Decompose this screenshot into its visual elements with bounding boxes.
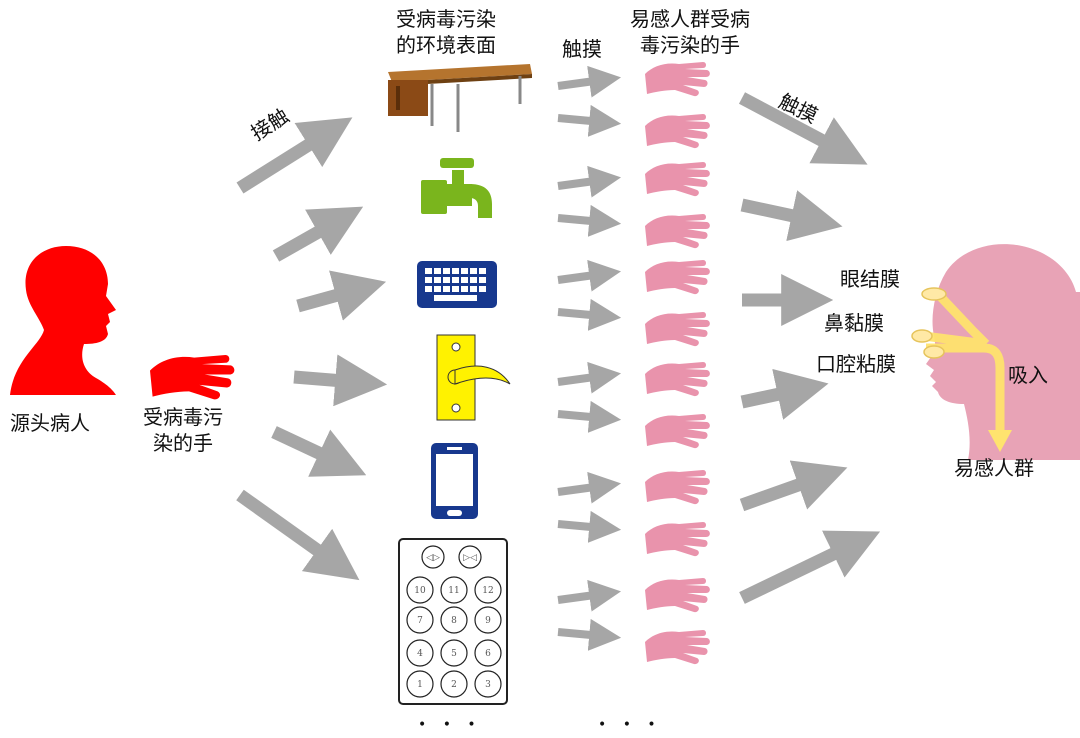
keypad-number: 6 (485, 649, 491, 659)
oral-mucosa-label: 口腔粘膜 (816, 352, 896, 376)
arrow-to-handle (293, 354, 388, 407)
keypad-number: 1 (417, 680, 423, 690)
touch-arrows (557, 65, 622, 651)
door-handle-icon (436, 334, 511, 421)
oral-mucosa-marker (923, 345, 945, 359)
nasal-mucosa-marker (911, 329, 933, 343)
keypad-number: 10 (414, 586, 426, 596)
source-patient-label: 源头病人 (10, 411, 90, 435)
keypad-number: 11 (448, 586, 459, 596)
inhale-airflow-icon (923, 290, 1005, 432)
arrow-to-keyboard (296, 270, 387, 321)
faucet-icon (421, 158, 492, 218)
keyboard-icon (417, 261, 497, 308)
touch-face-arrows (738, 92, 881, 604)
source-patient-head-icon (10, 246, 116, 395)
keypad-number: 8 (451, 616, 457, 626)
smartphone-icon (431, 443, 478, 519)
susceptible-person-head-icon (926, 244, 1080, 460)
contact-arrows (236, 117, 388, 581)
keypad-open-door-button (421, 545, 445, 569)
arrow-to-faucet (272, 206, 364, 262)
arrow-to-keypad (236, 489, 360, 581)
touch-label-top: 触摸 (562, 37, 602, 61)
inhale-arrow-head (988, 430, 1012, 452)
keypad-top-label: ▷◁ (463, 553, 477, 563)
conjunctiva-label: 眼结膜 (840, 267, 900, 291)
keypad-number: 2 (451, 680, 457, 690)
arrow-to-desk (236, 117, 353, 194)
susceptible-hands-label: 易感人群受病 毒污染的手 (630, 7, 750, 57)
keypad-top-label: ◁▷ (426, 553, 440, 563)
ellipsis-right: • • • (598, 717, 662, 733)
inhale-label: 吸入 (1008, 363, 1048, 387)
keypad-number: 5 (451, 649, 457, 659)
mucosa-markers (911, 287, 947, 359)
keypad-close-door-button (458, 545, 482, 569)
desk-icon (388, 64, 532, 132)
elevator-keypad-icon: ◁▷ ▷◁ 10 11 12 7 8 9 4 5 6 1 2 3 (398, 538, 508, 705)
contaminated-surface-label: 受病毒污染 的环境表面 (396, 7, 496, 57)
keypad-number: 12 (482, 586, 493, 596)
ellipsis-left: • • • (418, 717, 482, 733)
keypad-number: 4 (417, 649, 423, 659)
keypad-number: 7 (417, 616, 423, 626)
susceptible-hands-column (645, 62, 710, 665)
nasal-mucosa-label: 鼻黏膜 (824, 311, 884, 335)
keypad-number: 9 (485, 616, 491, 626)
contaminated-hand-label: 受病毒污 染的手 (143, 405, 223, 455)
susceptible-population-label: 易感人群 (954, 456, 1034, 480)
arrow-to-phone (271, 426, 367, 477)
contaminated-hand-icon (150, 355, 235, 400)
keypad-number: 3 (485, 680, 491, 690)
conjunctiva-marker (921, 287, 947, 301)
